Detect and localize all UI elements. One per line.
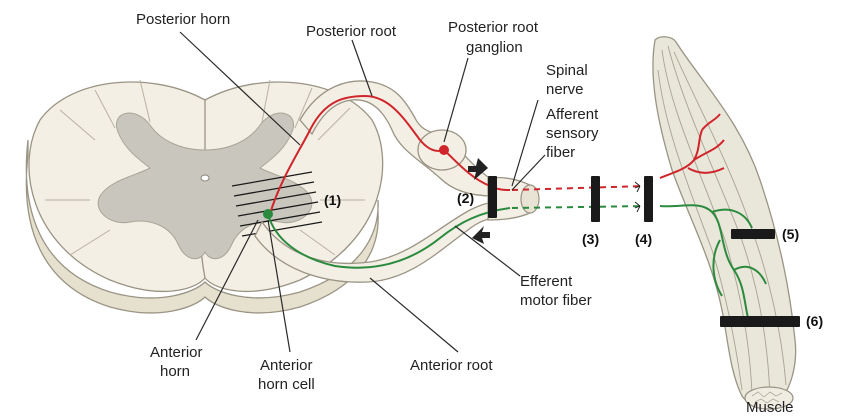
label-efferent-line2: motor fiber bbox=[520, 292, 592, 309]
label-efferent-line1: Efferent bbox=[520, 273, 573, 290]
lesion-4-block bbox=[644, 176, 653, 222]
lesion-label-6: (6) bbox=[806, 313, 823, 329]
label-ganglion-line1: Posterior root bbox=[448, 19, 539, 36]
lesion-5-block bbox=[731, 229, 775, 239]
lesion-label-5: (5) bbox=[782, 226, 799, 242]
label-posterior-root: Posterior root bbox=[306, 23, 397, 40]
central-canal bbox=[201, 175, 209, 181]
lesion-label-4: (4) bbox=[635, 231, 652, 247]
lesion-label-1: (1) bbox=[324, 192, 341, 208]
label-anterior-horn-line1: Anterior bbox=[150, 344, 203, 361]
ganglion-cell-body bbox=[439, 145, 449, 155]
lesion-3-block bbox=[591, 176, 600, 222]
label-anterior-horn-cell-line2: horn cell bbox=[258, 376, 315, 393]
label-spinal-nerve-line2: nerve bbox=[546, 81, 584, 98]
label-afferent-line1: Afferent bbox=[546, 106, 599, 123]
label-afferent-line2: sensory bbox=[546, 125, 599, 142]
leader-ganglion bbox=[444, 58, 468, 142]
label-afferent-line3: fiber bbox=[546, 144, 575, 161]
label-spinal-nerve-line1: Spinal bbox=[546, 62, 588, 79]
label-anterior-horn-line2: horn bbox=[160, 363, 190, 380]
leader-spinal-nerve bbox=[512, 100, 538, 186]
muscle bbox=[653, 37, 796, 409]
label-anterior-root: Anterior root bbox=[410, 357, 493, 374]
label-posterior-horn: Posterior horn bbox=[136, 11, 230, 28]
anterior-horn-cell-body bbox=[263, 209, 273, 219]
lesion-label-2: (2) bbox=[457, 190, 474, 206]
lesion-2-block bbox=[488, 176, 497, 218]
label-ganglion-line2: ganglion bbox=[466, 39, 523, 56]
label-anterior-horn-cell-line1: Anterior bbox=[260, 357, 313, 374]
lesion-6-block bbox=[720, 316, 800, 327]
lesion-label-3: (3) bbox=[582, 231, 599, 247]
label-muscle: Muscle bbox=[746, 399, 794, 416]
muscle-belly bbox=[653, 37, 796, 405]
leader-anterior-root bbox=[370, 278, 458, 352]
